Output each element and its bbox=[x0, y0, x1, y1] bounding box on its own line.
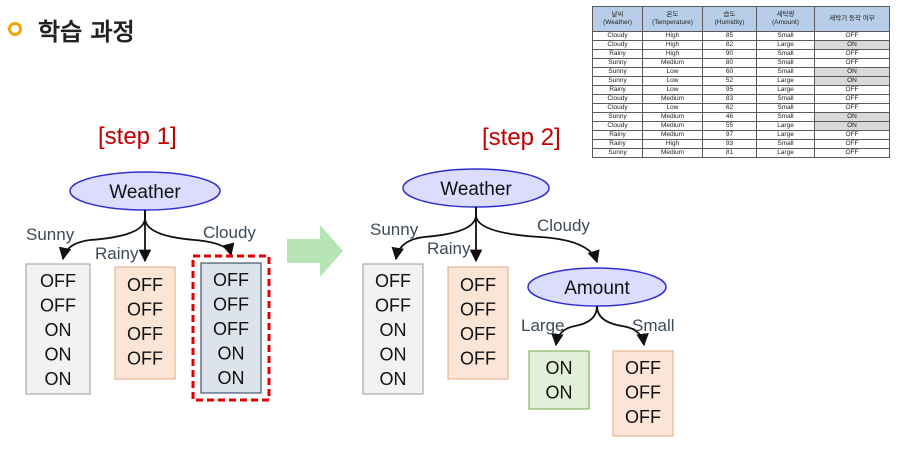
table-header-text: 세탁량 bbox=[776, 11, 795, 18]
leaf-value: ON bbox=[380, 345, 407, 365]
leaf-value: ON bbox=[45, 369, 72, 389]
transition-arrow-icon bbox=[287, 225, 343, 277]
branch-cloudy-step1: Cloudy bbox=[203, 223, 256, 242]
leaf-value: OFF bbox=[40, 271, 76, 291]
leaf-value: ON bbox=[546, 383, 573, 403]
step2-label: [step 2] bbox=[482, 124, 561, 151]
leaf-value: OFF bbox=[460, 324, 496, 344]
edge-sunny-step1 bbox=[58, 210, 146, 261]
cloudy-highlight-box bbox=[191, 254, 271, 402]
table-header-text: 습도 bbox=[723, 11, 736, 18]
table-header-text: (Humidity) bbox=[714, 19, 745, 26]
leaf-value: ON bbox=[218, 368, 245, 388]
leaf-value: OFF bbox=[213, 270, 249, 290]
weather-node-label-step2: Weather bbox=[440, 179, 512, 200]
leaf-value: ON bbox=[45, 320, 72, 340]
table-header-row: 날씨(Weather)온도(Temperature)습도(Humidity)세탁… bbox=[592, 6, 890, 32]
leaf-box-s1-cloudy bbox=[200, 262, 262, 394]
leaf-value: OFF bbox=[127, 300, 163, 320]
leaf-value: OFF bbox=[213, 295, 249, 315]
edge-large bbox=[551, 305, 598, 347]
branch-rainy-step2: Rainy bbox=[427, 239, 471, 258]
edge-sunny-step2 bbox=[391, 207, 477, 261]
leaf-value: OFF bbox=[375, 296, 411, 316]
circle-bullet-icon bbox=[8, 22, 22, 36]
leaf-s2-sunny: OFF OFF ON ON ON bbox=[375, 271, 411, 389]
edge-cloudy-step2 bbox=[475, 207, 600, 264]
leaf-s1-sunny: OFF OFF ON ON ON bbox=[40, 271, 76, 389]
leaf-value: OFF bbox=[460, 349, 496, 369]
branch-sunny-step1: Sunny bbox=[26, 225, 75, 244]
table-header-cell: 습도(Humidity) bbox=[702, 6, 757, 32]
leaf-s2-small: OFF OFF OFF bbox=[625, 358, 661, 427]
leaf-box-s2-large bbox=[528, 350, 590, 410]
branch-sunny-step2: Sunny bbox=[370, 220, 419, 239]
edge-cloudy-step1 bbox=[144, 210, 235, 257]
leaf-s1-rainy: OFF OFF OFF OFF bbox=[127, 275, 163, 369]
branch-small: Small bbox=[632, 316, 675, 335]
leaf-s1-cloudy: OFF OFF OFF ON ON bbox=[213, 270, 249, 388]
leaf-s2-rainy: OFF OFF OFF OFF bbox=[460, 275, 496, 369]
table-header-cell: 온도(Temperature) bbox=[642, 6, 703, 32]
leaf-value: ON bbox=[380, 320, 407, 340]
leaf-value: OFF bbox=[375, 271, 411, 291]
leaf-value: ON bbox=[45, 345, 72, 365]
step1-label: [step 1] bbox=[98, 123, 177, 150]
leaf-box-s2-sunny bbox=[362, 263, 424, 395]
table-header-text: 날씨 bbox=[611, 11, 624, 18]
leaf-value: OFF bbox=[460, 300, 496, 320]
leaf-box-s2-small bbox=[612, 350, 674, 437]
leaf-value: ON bbox=[380, 369, 407, 389]
leaf-value: OFF bbox=[127, 324, 163, 344]
leaf-value: ON bbox=[546, 358, 573, 378]
branch-large: Large bbox=[521, 316, 564, 335]
leaf-s2-large: ON ON bbox=[546, 358, 573, 403]
leaf-value: OFF bbox=[625, 383, 661, 403]
table-header-text: (Amount) bbox=[772, 19, 799, 26]
leaf-value: OFF bbox=[40, 296, 76, 316]
leaf-box-s1-sunny bbox=[25, 263, 91, 395]
leaf-value: OFF bbox=[625, 358, 661, 378]
table-header-cell: 날씨(Weather) bbox=[592, 6, 643, 32]
table-header-cell: 세탁량(Amount) bbox=[756, 6, 815, 32]
table-header-text: (Weather) bbox=[603, 19, 632, 26]
title-text: 학습 과정 bbox=[38, 18, 135, 46]
weather-node-label-step1: Weather bbox=[109, 182, 181, 203]
branch-rainy-step1: Rainy bbox=[95, 244, 139, 263]
table-header-cell: 세탁기 동작 여부 bbox=[814, 6, 890, 32]
amount-node-label: Amount bbox=[564, 278, 630, 299]
leaf-box-s1-rainy bbox=[114, 266, 176, 380]
leaf-value: OFF bbox=[213, 319, 249, 339]
branch-cloudy-step2: Cloudy bbox=[537, 216, 590, 235]
table-header-text: 세탁기 동작 여부 bbox=[829, 15, 875, 22]
leaf-value: OFF bbox=[625, 407, 661, 427]
edge-small bbox=[596, 305, 649, 347]
leaf-value: OFF bbox=[460, 275, 496, 295]
table-header-text: 온도 bbox=[666, 11, 679, 18]
leaf-value: OFF bbox=[127, 349, 163, 369]
table-header-text: (Temperature) bbox=[652, 19, 693, 26]
training-data-table: 날씨(Weather)온도(Temperature)습도(Humidity)세탁… bbox=[592, 6, 890, 158]
leaf-value: ON bbox=[218, 344, 245, 364]
leaf-box-s2-rainy bbox=[447, 266, 509, 380]
table-cell: OFF bbox=[814, 148, 890, 158]
leaf-value: OFF bbox=[127, 275, 163, 295]
